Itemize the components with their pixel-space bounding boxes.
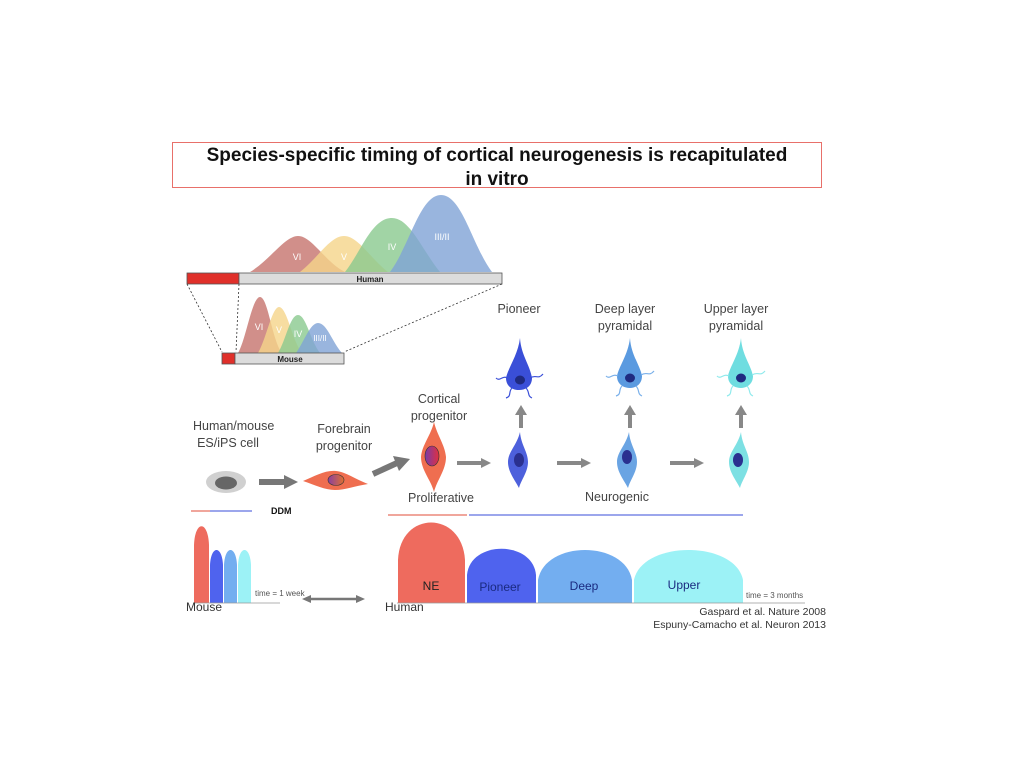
mouse-early-phase-bar	[221, 352, 236, 365]
mouse-peak-ne	[194, 526, 209, 603]
arrow-forebrain-to-cortical	[371, 456, 410, 477]
title-line-1: Species-specific timing of cortical neur…	[206, 145, 788, 166]
mouse-peak-deep	[224, 550, 237, 603]
human-time-label: time = 3 months	[746, 591, 804, 600]
es-ips-label-line-2: ES/iPS cell	[197, 436, 259, 450]
reference-gaspard: Gaspard et al. Nature 2008	[699, 606, 826, 618]
arrow-deep-to-upper	[670, 458, 704, 468]
reference-espuny-camacho: Espuny-Camacho et al. Neuron 2013	[653, 619, 826, 631]
mouse-layer-v-label: V	[276, 325, 282, 335]
mouse-timeline-bar	[234, 352, 345, 365]
cortical-label-line-2: progenitor	[410, 409, 468, 423]
mouse-in-vitro-peaks	[194, 526, 251, 603]
comparison-double-arrow	[302, 595, 365, 603]
title-box: Species-specific timing of cortical neur…	[172, 142, 822, 190]
human-early-phase-bar	[186, 272, 240, 285]
cortical-label-line-1: Cortical	[417, 392, 461, 406]
forebrain-label-line-2: progenitor	[315, 439, 373, 453]
upper-label-line-1: Upper layer	[703, 302, 769, 316]
arrow-up-upper	[735, 405, 747, 428]
forebrain-label-line-1: Forebrain	[317, 422, 371, 436]
human-peak-ne	[398, 522, 465, 603]
es-ips-label-line-1: Human/mouse	[193, 419, 275, 433]
ddm-label: DDM	[271, 506, 292, 516]
deep-neuron-icon	[605, 338, 655, 397]
human-peak-pioneer	[467, 548, 536, 603]
es-ips-cell-icon	[206, 471, 246, 493]
pioneer-label: Pioneer	[497, 302, 541, 316]
deep-label-line-1: Deep layer	[594, 302, 656, 316]
human-peak-ne-label: NE	[423, 579, 440, 593]
human-peak-upper-label: Upper	[668, 578, 701, 592]
title-line-2: in vitro	[465, 169, 529, 190]
zoom-dashed-line-left	[186, 283, 223, 353]
zoom-dashed-line-right	[343, 283, 503, 353]
human-peak-deep	[538, 550, 632, 603]
pioneer-neuron-icon	[495, 338, 544, 399]
human-timeline-bar	[238, 272, 503, 285]
upper-label-line-2: pyramidal	[708, 319, 764, 333]
arrow-cortical-to-pioneer	[457, 458, 491, 468]
arrow-es-to-forebrain	[259, 475, 298, 489]
mouse-layer-curves	[238, 297, 342, 353]
mouse-layer-iv-label: IV	[294, 329, 303, 339]
upper-progenitor-icon	[729, 432, 749, 488]
mouse-layer-iii-ii-curve	[296, 323, 342, 353]
mouse-bar-label: Mouse	[277, 355, 303, 364]
arrow-pioneer-to-deep	[557, 458, 591, 468]
mouse-peak-upper	[238, 550, 251, 603]
arrow-up-deep	[624, 405, 636, 428]
mouse-time-label: time = 1 week	[255, 589, 305, 598]
mouse-layer-iii-ii-label: III/II	[313, 334, 326, 343]
upper-layer-label: Upper layer pyramidal	[696, 301, 776, 335]
pioneer-progenitor-icon	[508, 432, 528, 488]
forebrain-progenitor-icon	[303, 470, 368, 490]
human-layer-iii-ii-curve	[390, 195, 492, 272]
human-layer-v-label: V	[341, 252, 347, 262]
references: Gaspard et al. Nature 2008 Espuny-Camach…	[600, 606, 826, 632]
deep-label-line-2: pyramidal	[597, 319, 653, 333]
zoom-dashed-line-middle	[235, 283, 240, 353]
deep-progenitor-icon	[617, 432, 637, 488]
human-peak-upper	[634, 550, 743, 603]
human-bar-label: Human	[356, 275, 383, 284]
cortical-progenitor-label: Cortical progenitor	[402, 391, 476, 423]
human-layer-curves	[250, 195, 492, 272]
human-in-vitro-label: Human	[385, 600, 424, 614]
human-peak-pioneer-label: Pioneer	[479, 580, 520, 594]
mouse-layer-vi-label: VI	[255, 322, 264, 332]
human-layer-vi-label: VI	[293, 252, 302, 262]
deep-layer-label: Deep layer pyramidal	[585, 301, 665, 335]
mouse-peak-pioneer	[210, 550, 223, 603]
upper-neuron-icon	[716, 338, 766, 397]
proliferative-label: Proliferative	[408, 491, 474, 505]
forebrain-progenitor-label: Forebrain progenitor	[306, 421, 382, 455]
human-layer-iv-label: IV	[388, 242, 397, 252]
neurogenic-label: Neurogenic	[585, 490, 649, 504]
es-ips-cell-label: Human/mouse ES/iPS cell	[193, 418, 275, 452]
human-peak-deep-label: Deep	[570, 579, 599, 593]
human-in-vitro-peaks	[398, 522, 743, 603]
human-layer-iii-ii-label: III/II	[434, 232, 449, 242]
arrow-up-pioneer	[515, 405, 527, 428]
cortical-progenitor-icon	[421, 422, 446, 492]
mouse-in-vitro-label: Mouse	[186, 600, 223, 614]
